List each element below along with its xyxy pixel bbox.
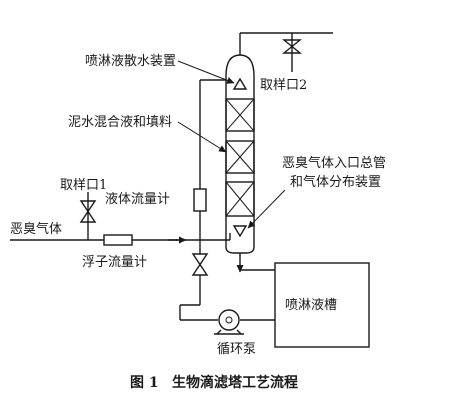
inlet-manifold-leader bbox=[247, 189, 286, 229]
sprayer-leader bbox=[177, 60, 235, 84]
spray-liquid-tank-label: 喷淋液槽 bbox=[285, 298, 337, 313]
gas-distributor-icon bbox=[232, 225, 248, 238]
figure-title: 生物滴滤塔工艺流程 bbox=[172, 374, 298, 391]
liquid-flowmeter[interactable] bbox=[193, 188, 207, 212]
inlet-manifold-label-1: 恶臭气体入口总管 bbox=[282, 155, 386, 171]
figure-number: 图 1 bbox=[130, 375, 159, 391]
sprayer-head-icon bbox=[232, 77, 248, 90]
sample-port-2-label: 取样口2 bbox=[260, 78, 307, 93]
packing-bed-3 bbox=[225, 181, 255, 217]
spray-liquid-tank bbox=[274, 262, 370, 348]
packing-bed-1 bbox=[225, 98, 255, 132]
gas-inlet-label: 恶臭气体 bbox=[10, 221, 62, 237]
sample-port-1-label: 取样口1 bbox=[60, 178, 107, 193]
packing-label: 泥水混合液和填料 bbox=[68, 115, 172, 130]
inlet-manifold-label-2: 和气体分布装置 bbox=[290, 174, 381, 190]
packing-leader bbox=[177, 121, 227, 153]
sample-port-2-valve[interactable] bbox=[282, 39, 302, 54]
sprayer-label: 喷淋液散水装置 bbox=[85, 54, 176, 69]
liquid-flowmeter-label: 液体流量计 bbox=[105, 192, 170, 207]
circulation-pump[interactable] bbox=[214, 309, 244, 335]
rotameter[interactable] bbox=[103, 234, 133, 246]
packing-bed-2 bbox=[225, 140, 255, 174]
trickling-tower bbox=[225, 54, 255, 254]
rotameter-label: 浮子流量计 bbox=[82, 255, 147, 270]
circulation-pump-label: 循环泵 bbox=[217, 342, 256, 357]
recirculation-valve[interactable] bbox=[191, 253, 209, 276]
tower-drain-line bbox=[236, 253, 275, 273]
sample-port-1-valve[interactable] bbox=[79, 200, 97, 223]
recirculation-line bbox=[179, 79, 275, 321]
